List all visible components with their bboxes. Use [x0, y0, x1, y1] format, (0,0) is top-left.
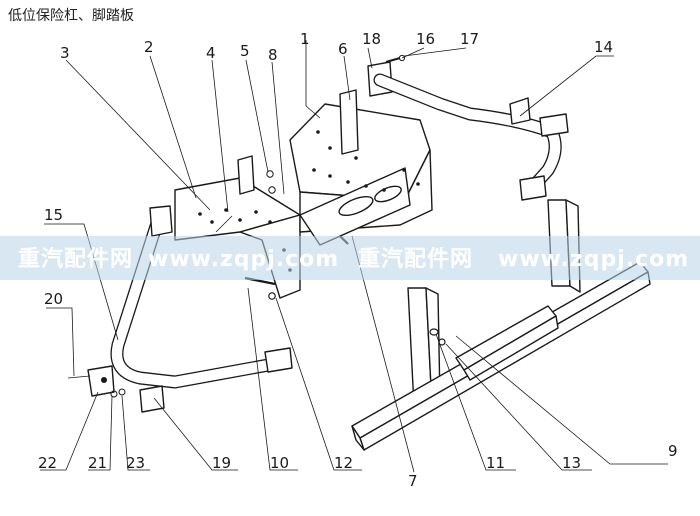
diagram-title: 低位保险杠、脚踏板 — [8, 8, 134, 24]
part-22-bracket — [67, 365, 115, 397]
callout-2: 2 — [144, 38, 154, 56]
watermark-text-left: 重汽配件网 — [18, 246, 133, 272]
callout-19: 19 — [212, 454, 231, 472]
callout-8: 8 — [268, 46, 278, 64]
part-12-washer — [268, 292, 276, 300]
part-21-washer — [110, 390, 118, 398]
callout-6: 6 — [338, 40, 348, 58]
callout-11: 11 — [486, 454, 505, 472]
callout-21: 21 — [88, 454, 107, 472]
watermark-text-mid: www.zqpj.com — [148, 247, 339, 272]
callout-14: 14 — [594, 38, 613, 56]
callout-3: 3 — [60, 44, 70, 62]
callout-20: 20 — [44, 290, 63, 308]
leader-lines — [40, 40, 668, 473]
callout-7: 7 — [408, 472, 418, 490]
part-11-washer — [429, 328, 439, 336]
callout-4: 4 — [206, 44, 216, 62]
callout-1: 1 — [300, 30, 310, 48]
part-6-bracket — [339, 89, 359, 155]
part-17-nut — [398, 54, 406, 62]
part-5-bracket — [237, 155, 276, 195]
part-15-left-bumper-tube — [110, 205, 293, 389]
callout-18: 18 — [362, 30, 381, 48]
watermark-band: 重汽配件网 www.zqpj.com 重汽配件网 www.zqpj.com — [0, 236, 700, 280]
callout-13: 13 — [562, 454, 581, 472]
callout-22: 22 — [38, 454, 57, 472]
callout-labels: 1 2 3 4 5 6 7 8 9 10 11 12 13 14 15 16 1… — [38, 30, 678, 490]
callout-5: 5 — [240, 42, 250, 60]
callout-23: 23 — [126, 454, 145, 472]
watermark-text-right: www.zqpj.com — [498, 247, 689, 272]
part-23-nut — [118, 388, 126, 396]
part-1-main-bracket — [289, 103, 433, 246]
part-19-bracket — [139, 385, 165, 413]
callout-17: 17 — [460, 30, 479, 48]
callout-10: 10 — [270, 454, 289, 472]
watermark-text-right-cn: 重汽配件网 — [358, 246, 473, 272]
callout-9: 9 — [668, 442, 678, 460]
callout-12: 12 — [334, 454, 353, 472]
part-14-right-bumper-tube — [373, 73, 569, 201]
callout-16: 16 — [416, 30, 435, 48]
part-4-bolt — [215, 215, 233, 233]
callout-15: 15 — [44, 206, 63, 224]
part-16-bolt — [385, 57, 401, 63]
